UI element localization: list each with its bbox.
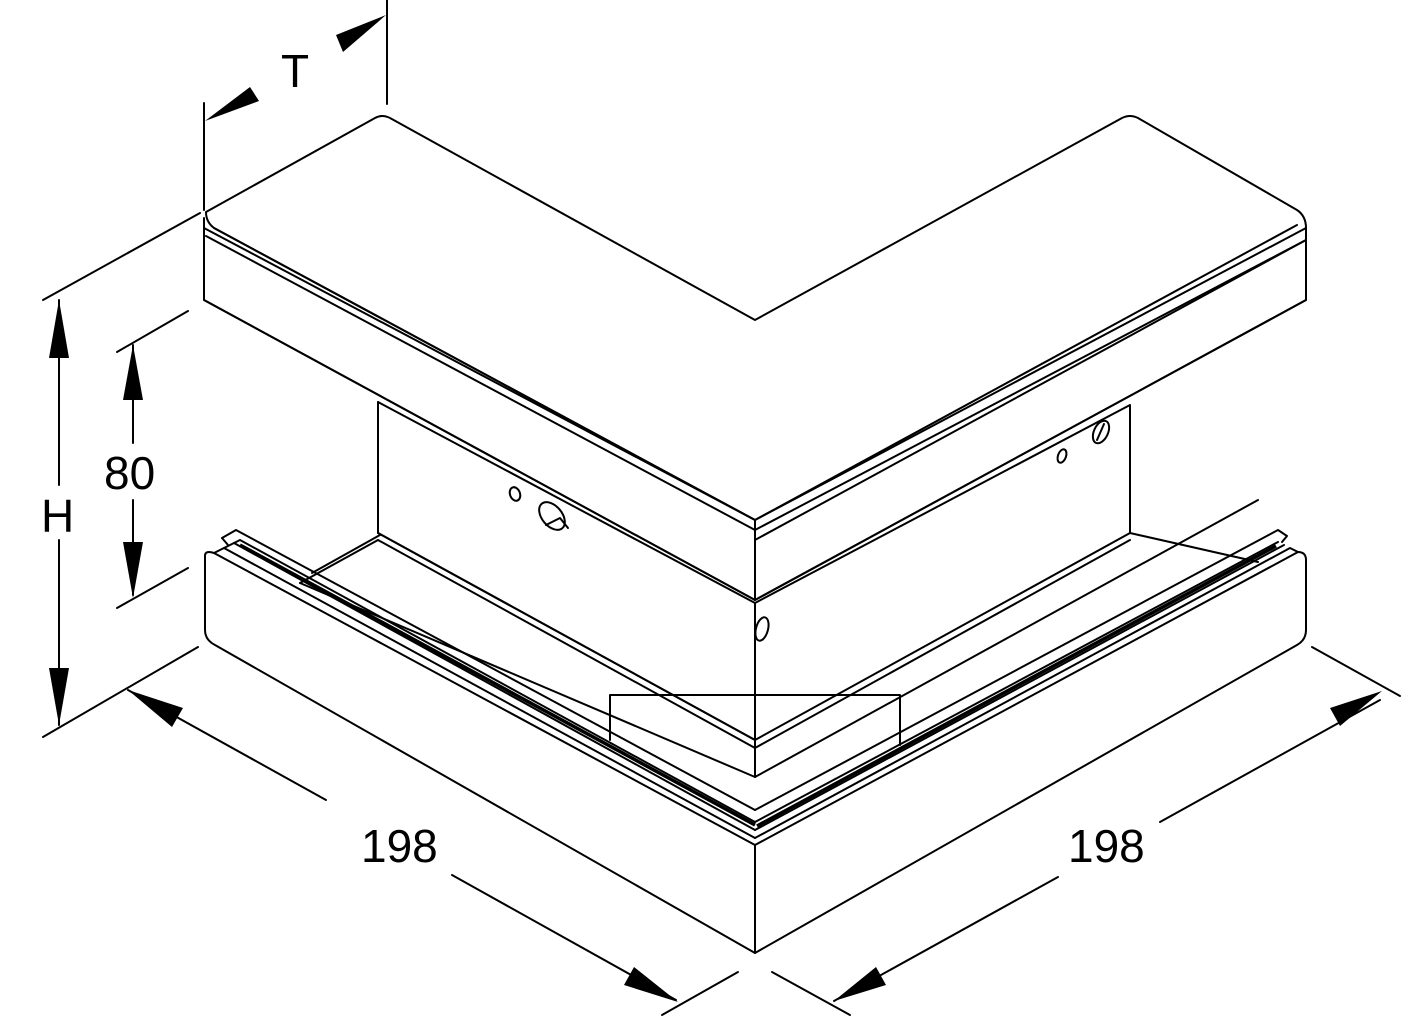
dimension-label-198-right: 198: [1068, 820, 1145, 872]
dimension-198-right: [771, 646, 1401, 1016]
top-cover: [203, 115, 1307, 601]
mounting-holes: [508, 419, 1111, 642]
base-channel: [204, 529, 1307, 954]
dimension-T: [203, 0, 388, 211]
dimension-label-T: T: [281, 45, 310, 97]
dimension-H: [42, 212, 201, 738]
dimension-label-80: 80: [104, 447, 156, 499]
dimension-label-198-left: 198: [361, 820, 438, 872]
dimension-label-H: H: [41, 490, 75, 542]
corner-body: [299, 401, 1259, 778]
dimension-80: [116, 310, 189, 609]
dimension-198-left: [127, 689, 739, 1016]
